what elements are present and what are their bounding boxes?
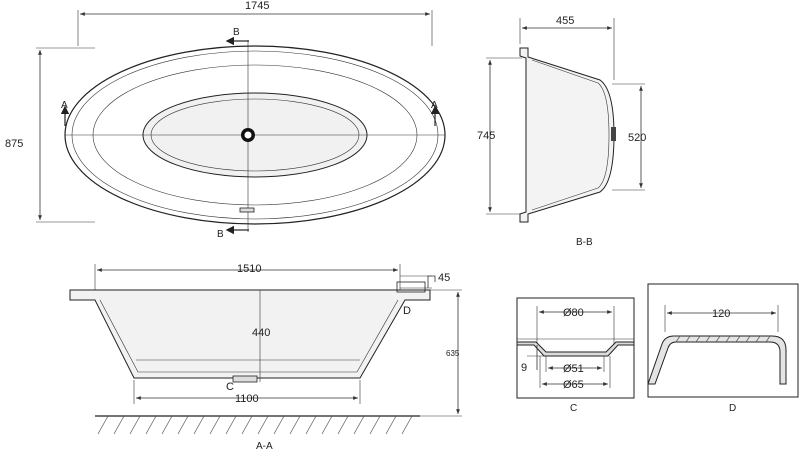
section-b-label-top: B: [233, 27, 240, 38]
detail-c-flange-profile: [516, 341, 635, 357]
depth-dimension: 455: [556, 15, 574, 27]
outer-height-dimension: 745: [477, 130, 495, 142]
flange-diameter-dimension: Ø65: [563, 379, 584, 391]
detail-c-frame: [516, 297, 635, 399]
outer-diameter-dimension: Ø80: [563, 307, 584, 319]
detail-c-label: C: [570, 403, 577, 414]
overflow-icon: [239, 207, 255, 213]
hole-diameter-dimension: Ø51: [563, 363, 584, 375]
detail-d-label: D: [729, 403, 736, 414]
detail-d-rim-profile: [647, 335, 787, 385]
detail-d-frame: [647, 283, 799, 398]
detail-d-width-dimension: 120: [712, 308, 730, 320]
drain-box-icon: [232, 375, 258, 383]
depth-dimension-aa: 440: [252, 327, 270, 339]
detail-d-view: 120 D: [647, 283, 799, 414]
section-aa-label: A-A: [256, 441, 273, 452]
inner-length-dimension: 1510: [237, 263, 261, 275]
detail-c-view: Ø80 Ø51 Ø65 9 C: [516, 297, 635, 414]
drain-outlet-icon: [611, 127, 616, 141]
bottom-length-dimension: 1100: [235, 393, 259, 405]
total-height-dimension: 635: [446, 349, 460, 358]
section-a-label-right: A: [431, 100, 438, 111]
section-a-label-left: A: [61, 100, 68, 111]
section-b-label-bottom: B: [217, 229, 224, 240]
thickness-dimension: 9: [521, 362, 527, 374]
section-bb-view: 455 745 520 B-B: [477, 15, 646, 248]
floor-hatch: [97, 415, 413, 435]
detail-c-callout: C: [226, 381, 234, 393]
top-view: 1745 875 B B A A: [5, 0, 446, 240]
section-aa-view: 1510 45 440 C D 635 1100: [69, 263, 462, 452]
detail-d-callout: D: [403, 305, 411, 317]
section-bb-label: B-B: [576, 237, 593, 248]
detail-d-marker: [396, 281, 426, 293]
inner-height-dimension: 520: [628, 132, 646, 144]
width-dimension: 875: [5, 138, 23, 150]
length-dimension: 1745: [245, 0, 269, 12]
section-aa-profile: [69, 289, 431, 379]
rim-dimension: 45: [438, 272, 450, 284]
section-bb-profile: [519, 47, 615, 223]
